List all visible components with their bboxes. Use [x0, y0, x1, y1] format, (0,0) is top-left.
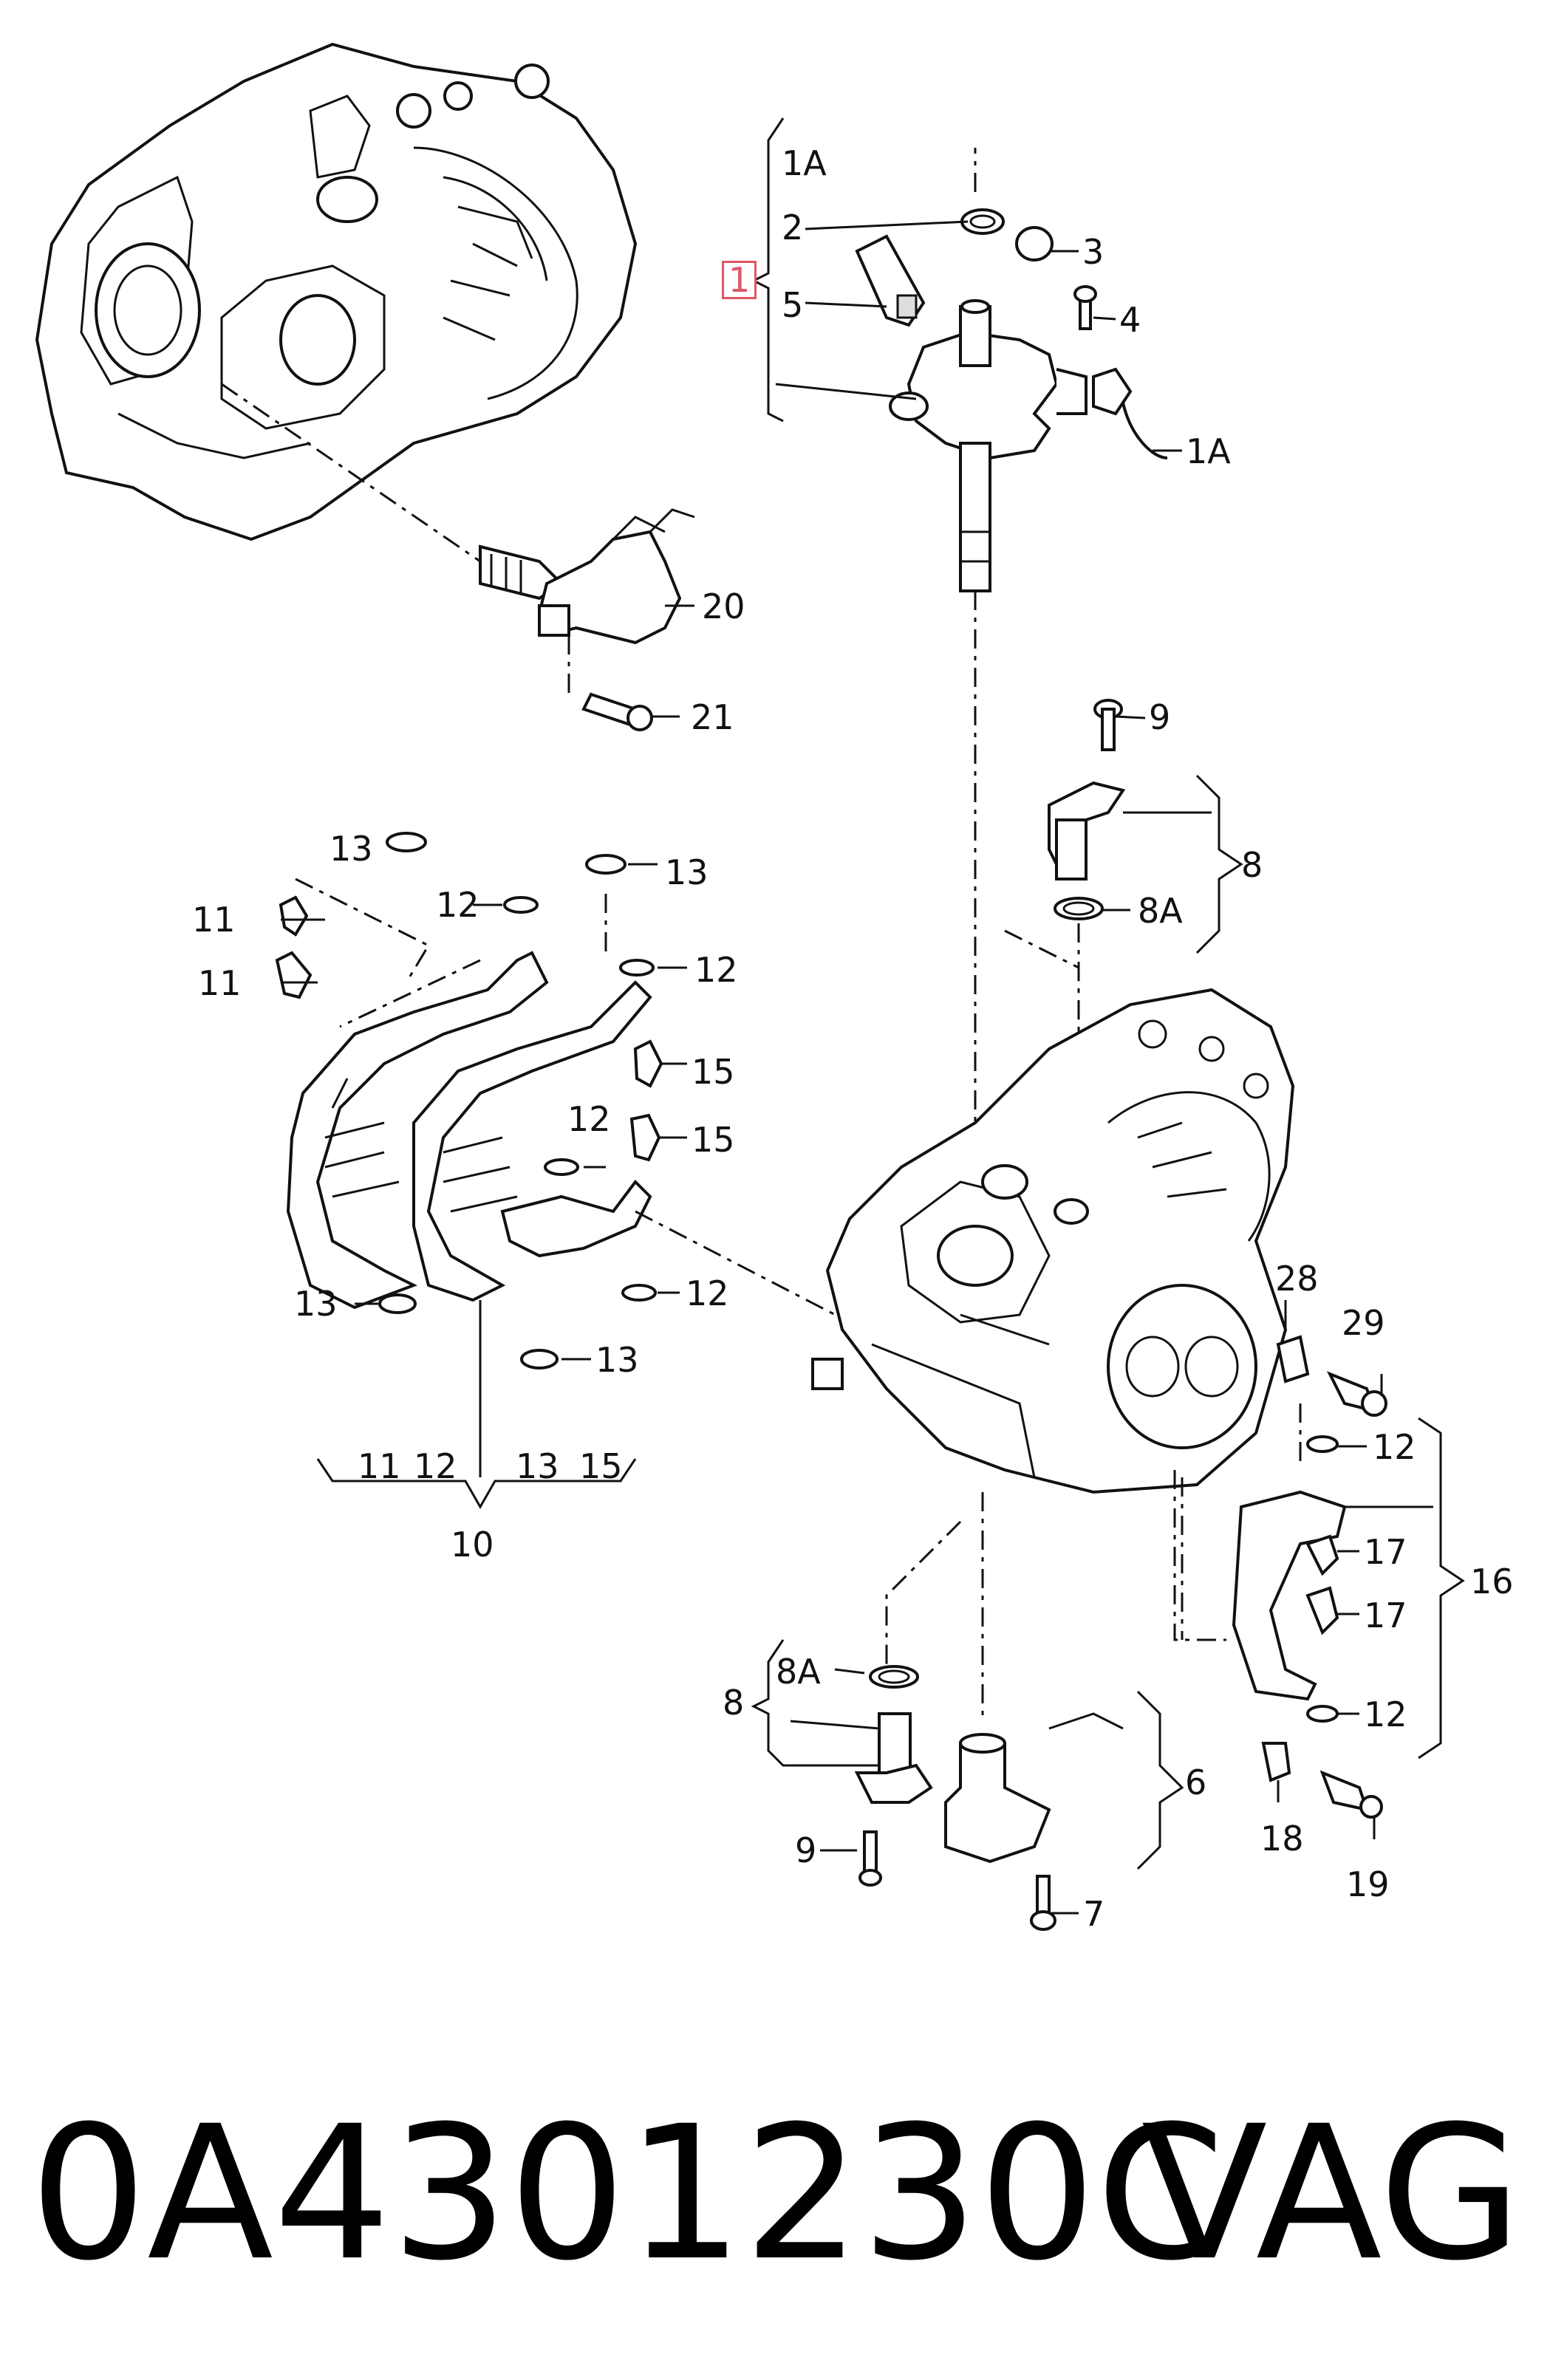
- callout-12-a: 12: [436, 885, 479, 925]
- callout-28: 28: [1275, 1259, 1319, 1299]
- callout-20: 20: [702, 587, 745, 626]
- callout-12-e: 12: [1373, 1427, 1416, 1467]
- callout-4: 4: [1119, 300, 1141, 340]
- callout-8A-bottom: 8A: [776, 1652, 821, 1692]
- callout-9-top: 9: [1149, 697, 1171, 737]
- callout-12-d: 12: [686, 1273, 729, 1313]
- callout-13-d: 13: [595, 1340, 639, 1380]
- callout-1-highlighted: 1: [721, 261, 757, 299]
- callout-18: 18: [1260, 1819, 1304, 1858]
- callout-17-b: 17: [1364, 1596, 1407, 1635]
- gearbox-housing-top: [35, 42, 638, 541]
- callout-12-b: 12: [694, 950, 738, 990]
- brand-text: VAG: [1141, 2086, 1522, 2301]
- callout-15-b: 15: [692, 1120, 735, 1160]
- group-label-13: 13: [516, 1446, 559, 1486]
- fork-group-10: [275, 832, 850, 1477]
- callout-1A-right: 1A: [1186, 431, 1231, 471]
- callout-5: 5: [782, 285, 804, 325]
- callout-15-a: 15: [692, 1052, 735, 1092]
- leader-lines: [281, 117, 1465, 1915]
- callout-13-c: 13: [294, 1284, 338, 1324]
- gearbox-housing-main: [811, 988, 1295, 1721]
- callout-16: 16: [1470, 1562, 1514, 1601]
- callout-1A-top: 1A: [782, 143, 827, 183]
- callout-11-a: 11: [192, 900, 236, 940]
- callout-8-bottom: 8: [723, 1683, 745, 1723]
- callout-12-c: 12: [567, 1099, 611, 1139]
- callout-2: 2: [782, 208, 804, 247]
- callout-6: 6: [1185, 1762, 1207, 1802]
- callout-17-a: 17: [1364, 1532, 1407, 1572]
- callout-10: 10: [451, 1525, 494, 1565]
- bottom-covers: [854, 1665, 1124, 1931]
- shift-assembly: [855, 148, 1168, 1219]
- callout-9-bottom: 9: [795, 1830, 817, 1870]
- group-label-11: 11: [358, 1446, 401, 1486]
- bracket-group-16: [1181, 1335, 1387, 1819]
- callout-13-a: 13: [330, 829, 373, 869]
- shift-fork-bracket: [221, 383, 695, 731]
- part-number-text: 0A4301230C: [30, 2086, 1226, 2301]
- footer-caption: 0A4301230C VAG: [30, 2083, 1522, 2327]
- callout-7: 7: [1083, 1894, 1105, 1934]
- callout-13-b: 13: [665, 852, 709, 892]
- callout-21: 21: [691, 697, 734, 737]
- callout-12-f: 12: [1364, 1695, 1407, 1734]
- group-label-12: 12: [414, 1446, 457, 1486]
- callout-29: 29: [1342, 1303, 1385, 1343]
- exploded-parts-diagram: 1A 2 3 1 5 4 1A 20 21 9 8 8A 13 13 11 12…: [35, 42, 1514, 1934]
- group-label-15: 15: [579, 1446, 623, 1486]
- callout-11-b: 11: [198, 963, 242, 1003]
- callout-8-top: 8: [1241, 845, 1263, 885]
- callout-19: 19: [1346, 1864, 1390, 1904]
- callout-3: 3: [1082, 232, 1105, 272]
- callout-8A-top: 8A: [1138, 891, 1183, 931]
- diagram-artwork: [35, 42, 1465, 1931]
